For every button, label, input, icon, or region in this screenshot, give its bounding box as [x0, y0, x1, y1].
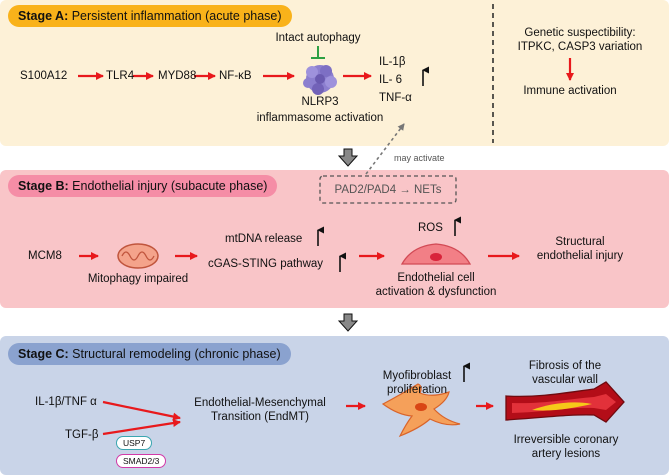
tgfb-node: TGF-β [65, 429, 99, 441]
autophagy-inhibition [311, 46, 325, 59]
ros-node: ROS [418, 222, 443, 234]
il1b-tnf-node: IL-1β/TNF α [35, 396, 97, 408]
nlrp3-label: NLRP3 [301, 96, 339, 108]
structural-injury-label-1: Structural [555, 236, 605, 248]
nets-label: PAD2/PAD4 → NETs [334, 184, 442, 196]
stage-transition-arrow-ab [337, 148, 359, 167]
stage-c-description: Structural remodeling (chronic phase) [68, 347, 281, 361]
stage-b-title: Stage B: Endothelial injury (subacute ph… [8, 175, 278, 197]
il1b-node: IL-1β [379, 56, 406, 68]
usp7-tag: USP7 [116, 436, 153, 450]
structural-injury-label-2: endothelial injury [536, 250, 624, 262]
tnfa-node: TNF-α [379, 92, 412, 104]
irreversible-label-1: Irreversible coronary [513, 434, 619, 446]
tlr4-node: TLR4 [106, 70, 135, 82]
autophagy-label: Intact autophagy [275, 32, 361, 44]
may-activate-arrow [365, 123, 405, 175]
irreversible-label-2: artery lesions [531, 448, 601, 460]
stage-a-arrows [78, 58, 574, 81]
inflammasome-label: inflammasome activation [256, 112, 384, 124]
stage-c-label: Stage C: [18, 347, 69, 361]
cgas-node: cGAS-STING pathway [208, 258, 324, 270]
stage-b-label: Stage B: [18, 179, 69, 193]
s100a12-node: S100A12 [20, 70, 68, 82]
nets-box [319, 175, 457, 204]
mtdna-node: mtDNA release [225, 233, 303, 245]
endothelial-cell-icon [400, 243, 472, 265]
smad-tag: SMAD2/3 [116, 454, 167, 468]
mitophagy-label: Mitophagy impaired [87, 273, 189, 285]
stage-a-description: Persistent inflammation (acute phase) [68, 9, 282, 23]
mcm8-node: MCM8 [28, 250, 62, 262]
myofibroblast-label-1: Myofibroblast [382, 370, 452, 382]
stage-c-arrows [102, 400, 494, 436]
myofibroblast-label-2: proliferation [386, 384, 448, 396]
endothelial-label-1: Endothelial cell [397, 272, 475, 284]
immune-activation-label: Immune activation [523, 85, 617, 97]
may-activate-label: may activate [394, 153, 445, 163]
stage-transition-arrow-bc [337, 313, 359, 332]
stage-a-label: Stage A: [18, 9, 69, 23]
genetic-label-1: Genetic suspectibility: [524, 27, 636, 39]
genetic-label-2: ITPKC, CASP3 variation [517, 41, 643, 53]
stage-b-description: Endothelial injury (subacute phase) [68, 179, 268, 193]
myofibroblast-icon [381, 383, 461, 438]
endmt-label-1: Endothelial-Mesenchymal [194, 397, 326, 409]
fibrosis-label-2: vascular wall [532, 374, 598, 386]
endothelial-label-2: activation & dysfunction [375, 286, 497, 298]
stage-a-title: Stage A: Persistent inflammation (acute … [8, 5, 292, 27]
stage-c-title: Stage C: Structural remodeling (chronic … [8, 343, 291, 365]
mitochondrion-icon [117, 243, 159, 269]
fibrotic-vessel-icon [505, 381, 625, 423]
fibrosis-label-1: Fibrosis of the [528, 360, 602, 372]
endmt-label-2: Transition (EndMT) [211, 411, 309, 423]
myd88-node: MYD88 [158, 70, 197, 82]
il6-node: IL- 6 [379, 74, 403, 86]
nlrp3-inflammasome-icon [303, 65, 337, 95]
nfkb-node: NF-κB [219, 70, 252, 82]
